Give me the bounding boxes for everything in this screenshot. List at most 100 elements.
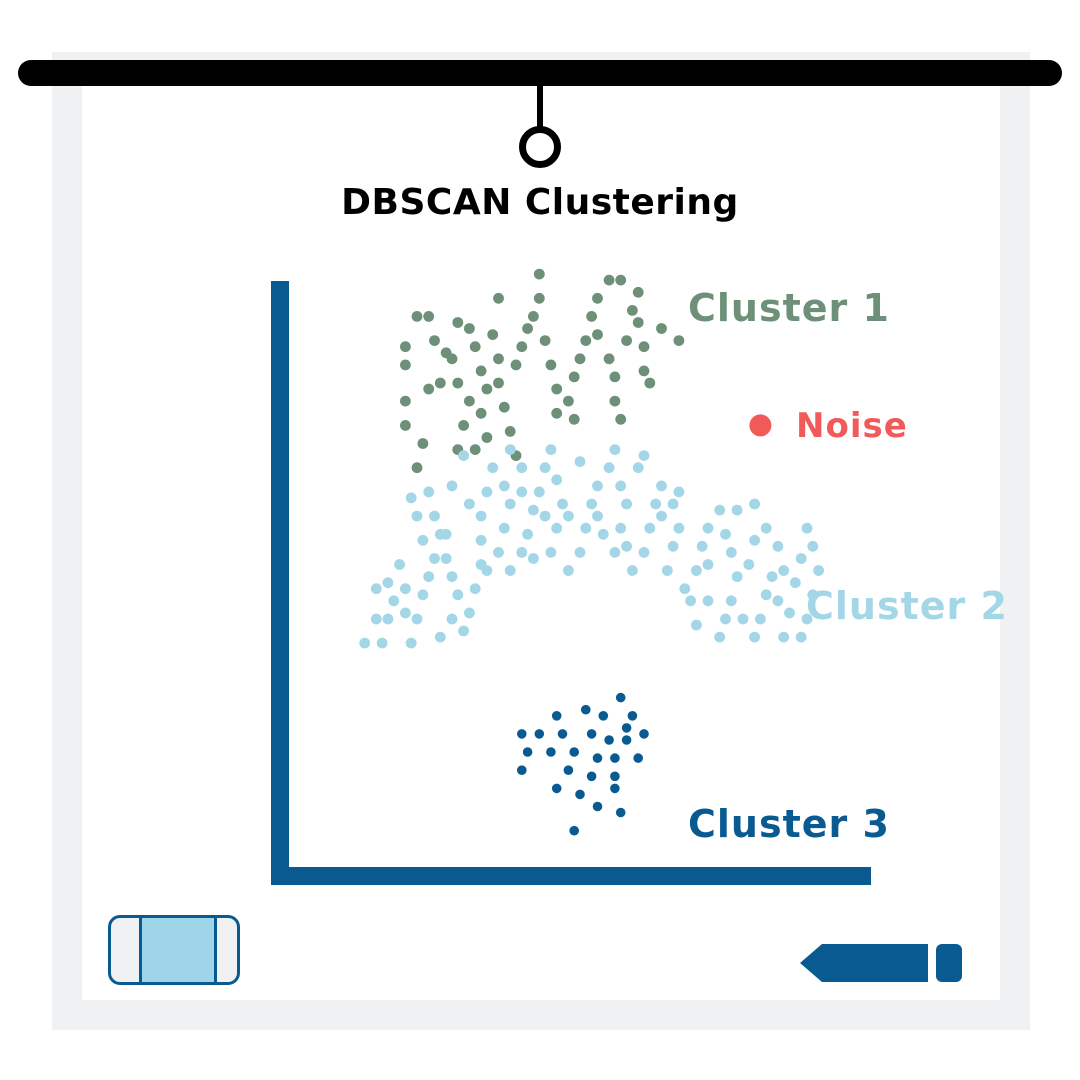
cluster-3-point [627, 711, 638, 721]
cluster-3-point [639, 729, 649, 739]
cluster-2-point [615, 522, 627, 534]
marker-icon [800, 944, 962, 982]
cluster-2-point [475, 510, 487, 522]
cluster-3-point [615, 807, 626, 818]
cluster-2-point [493, 547, 504, 558]
cluster-2-point [772, 595, 784, 607]
cluster-2-point [458, 450, 469, 461]
cluster-2-point [557, 498, 568, 510]
cluster-2-point [673, 486, 685, 498]
cluster-1-point [568, 371, 580, 383]
cluster-1-point [609, 395, 621, 407]
cluster-2-point [795, 553, 807, 564]
cluster-2-point [440, 528, 452, 540]
cluster-1-point [603, 274, 615, 286]
cluster-2-point [760, 589, 772, 601]
cluster-2-point [516, 462, 528, 474]
cluster-2-point [429, 510, 440, 522]
cluster-1-point [452, 377, 464, 389]
cluster-1-point [609, 371, 621, 383]
cluster-2-point [725, 547, 737, 558]
cluster-2-point [801, 522, 813, 534]
cluster-2-point [749, 631, 760, 643]
cluster-2-point [458, 625, 469, 637]
cluster-1-point [551, 383, 563, 395]
cluster-2-point [749, 534, 760, 546]
cluster-2-point [766, 571, 778, 582]
cluster-2-point [382, 577, 394, 589]
cluster-2-point [679, 583, 691, 595]
cluster-2-point [382, 613, 394, 625]
cluster-2-point [795, 631, 807, 643]
cluster-2-point [417, 534, 429, 546]
cluster-2-point [702, 559, 714, 570]
cluster-2-point [434, 631, 446, 643]
cluster-2-point [621, 540, 632, 552]
diagram-title: DBSCAN Clustering [341, 182, 739, 223]
cluster-3-point [598, 711, 609, 721]
cluster-1-point [400, 420, 411, 431]
cluster-1-point [545, 359, 557, 371]
cluster-2-point [807, 589, 819, 601]
cluster-2-point [417, 589, 429, 601]
cluster-2-point [632, 462, 644, 474]
cluster-2-point [691, 565, 702, 576]
cluster-1-point [621, 335, 632, 346]
hanging-rail [18, 60, 1062, 86]
cluster-1-point [400, 359, 411, 371]
cluster-1-point [522, 323, 533, 334]
cluster-3-point [610, 753, 620, 763]
cluster-2-point [621, 498, 632, 510]
cluster-2-point [731, 504, 743, 516]
cluster-2-point [667, 498, 679, 510]
cluster-2-point [423, 486, 435, 498]
cluster-1-point [580, 335, 592, 346]
cluster-1-point [493, 292, 504, 304]
cluster-2-point [545, 444, 557, 455]
cluster-3-point [517, 729, 527, 739]
cluster-1-point [411, 311, 423, 322]
cluster-1-point [423, 311, 435, 322]
cluster-2-point [423, 571, 435, 582]
cluster-1-point [568, 413, 580, 425]
cluster-1-point [458, 420, 469, 431]
cluster-2-point [388, 595, 400, 607]
cluster-3-point [586, 729, 597, 739]
cluster-1-point [464, 323, 475, 334]
cluster-1-point [510, 359, 522, 371]
cluster-3-label: Cluster 3 [688, 802, 890, 846]
cluster-2-point [720, 528, 731, 540]
cluster-2-point [725, 595, 737, 607]
cluster-1-point [475, 407, 487, 419]
cluster-2-point [522, 528, 533, 540]
cluster-1-point [615, 413, 627, 425]
cluster-1-point [638, 365, 650, 377]
cluster-1-point [469, 444, 481, 455]
cluster-2-point [464, 607, 475, 619]
hanger-ring-icon [519, 126, 561, 168]
cluster-2-point [778, 631, 790, 643]
cluster-1-point [592, 292, 603, 304]
cluster-2-point [516, 486, 528, 498]
cluster-2-point [749, 498, 760, 510]
cluster-1-point [632, 317, 644, 328]
cluster-2-point [743, 559, 755, 570]
cluster-2-point [446, 613, 458, 625]
cluster-2-point [580, 522, 592, 534]
cluster-2-point [464, 498, 475, 510]
cluster-1-point [452, 317, 464, 328]
cluster-1-point [644, 377, 656, 389]
eraser-band [139, 918, 217, 982]
cluster-2-point [405, 492, 417, 504]
cluster-2-point [469, 583, 481, 595]
cluster-3-point [563, 765, 574, 775]
cluster-1-point [423, 383, 435, 395]
cluster-2-point [807, 540, 819, 552]
cluster-1-point [481, 383, 493, 395]
cluster-1-point [563, 395, 574, 407]
y-axis [271, 281, 289, 885]
cluster-2-point [801, 613, 813, 625]
cluster-3-point [522, 747, 533, 757]
cluster-1-point [429, 335, 440, 346]
